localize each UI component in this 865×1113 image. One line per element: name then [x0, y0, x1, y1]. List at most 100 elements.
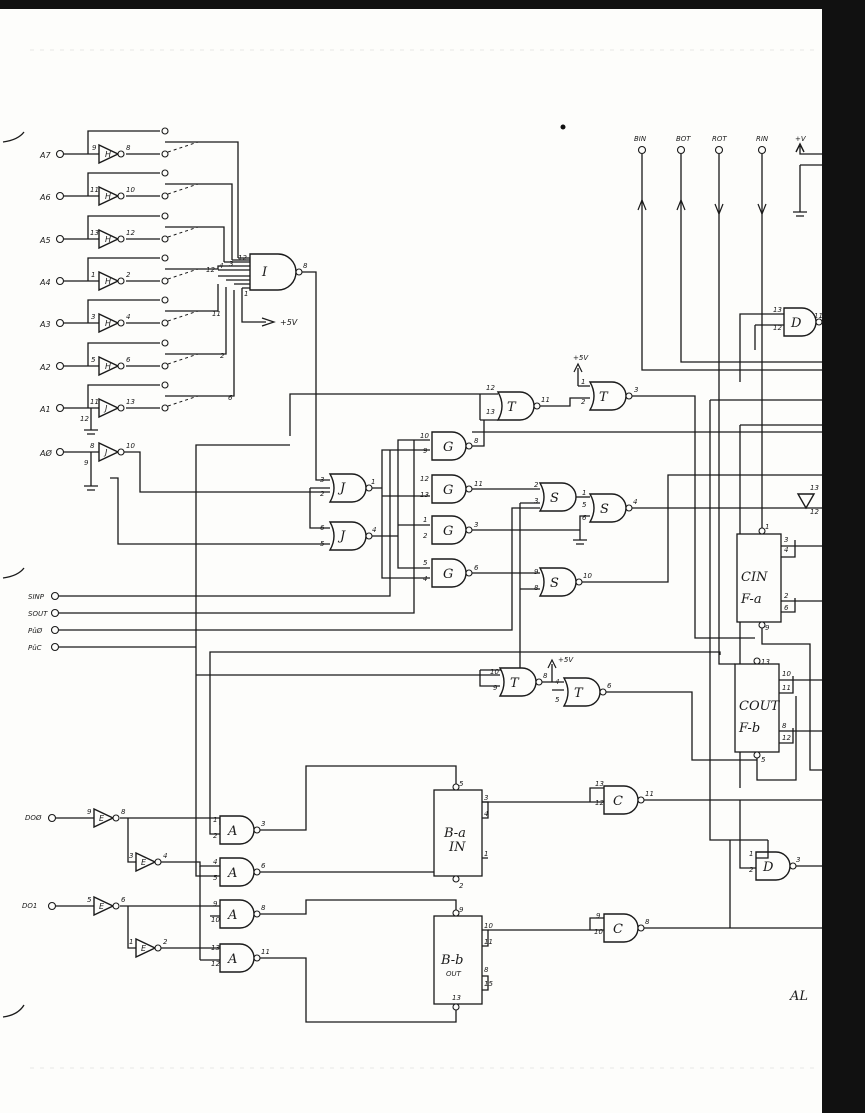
label-rin: RIN: [756, 135, 769, 143]
svg-text:1: 1: [91, 271, 95, 279]
svg-text:12: 12: [782, 734, 791, 742]
label-bot: BOT: [676, 135, 691, 143]
svg-text:H: H: [105, 362, 111, 371]
terminal-bot[interactable]: [676, 145, 686, 155]
switch-contact-a7-1[interactable]: [161, 127, 169, 135]
label-do1: DO1: [22, 902, 37, 910]
svg-text:11: 11: [814, 312, 823, 320]
terminal-a6[interactable]: [55, 191, 65, 201]
switch-contact-a7-2[interactable]: [161, 150, 169, 158]
svg-text:4: 4: [633, 498, 637, 506]
svg-text:2: 2: [581, 398, 586, 406]
svg-text:12: 12: [126, 229, 135, 237]
terminal-a2[interactable]: [55, 361, 65, 371]
svg-text:8: 8: [543, 672, 548, 680]
svg-text:3: 3: [229, 260, 233, 268]
terminal-sinp[interactable]: [50, 591, 60, 601]
label-pw0: PüØ: [28, 627, 43, 635]
svg-text:13: 13: [595, 780, 604, 788]
svg-text:2: 2: [459, 882, 464, 890]
control-input-section: SINP SOUT PüØ PüC: [28, 440, 540, 676]
svg-text:13: 13: [90, 229, 99, 237]
svg-text:H: H: [105, 150, 111, 159]
binding-mark-middle: [2, 567, 25, 579]
svg-text:9: 9: [423, 447, 428, 455]
svg-text:8: 8: [261, 904, 266, 912]
terminal-rin[interactable]: [757, 145, 767, 155]
svg-text:11: 11: [474, 480, 483, 488]
svg-text:COUT: COUT: [739, 699, 781, 714]
terminal-pw0[interactable]: [50, 625, 60, 635]
svg-text:6: 6: [126, 356, 131, 364]
terminal-a7[interactable]: [55, 149, 65, 159]
svg-text:3: 3: [320, 476, 324, 484]
svg-text:2: 2: [534, 481, 539, 489]
svg-text:J: J: [103, 448, 108, 457]
inverter-j2: [98, 441, 120, 463]
terminal-a3[interactable]: [55, 318, 65, 328]
svg-text:12: 12: [211, 960, 220, 968]
svg-text:9: 9: [213, 900, 218, 908]
svg-text:4: 4: [219, 262, 223, 270]
svg-text:10: 10: [126, 186, 135, 194]
terminal-bin[interactable]: [637, 145, 647, 155]
svg-text:+5V: +5V: [558, 656, 574, 664]
svg-text:5: 5: [320, 540, 325, 548]
terminal-poc[interactable]: [50, 642, 60, 652]
svg-text:4: 4: [372, 526, 376, 534]
g-gate-column: G 10 9 8 G 12 13 11 G 1 2 3 G 5 4 6: [372, 431, 483, 588]
svg-text:A: A: [227, 908, 237, 923]
inverter-e2: [135, 851, 157, 873]
svg-text:10: 10: [583, 572, 592, 580]
svg-text:13: 13: [420, 491, 429, 499]
terminal-do0[interactable]: [47, 813, 57, 823]
svg-text:B-b: B-b: [440, 953, 464, 968]
gate-i-body: [249, 253, 297, 291]
svg-text:4: 4: [213, 858, 217, 866]
svg-text:2: 2: [213, 832, 218, 840]
svg-text:9: 9: [765, 624, 770, 632]
svg-text:8: 8: [534, 584, 539, 592]
terminal-a1[interactable]: [55, 403, 65, 413]
svg-text:G: G: [443, 524, 453, 539]
svg-text:10: 10: [490, 668, 499, 676]
small-inverter: [796, 493, 816, 510]
svg-text:11: 11: [645, 790, 654, 798]
label-sout: SOUT: [28, 610, 48, 618]
svg-text:8: 8: [126, 144, 131, 152]
data-output-section: DOØ E 9 8 E 3 4 DO1 E 5 6 E 1 2 A 1 2 3: [22, 675, 457, 1023]
svg-text:S: S: [600, 502, 609, 517]
svg-text:CIN: CIN: [741, 570, 768, 585]
terminal-a0[interactable]: [55, 447, 65, 457]
svg-text:12: 12: [773, 324, 782, 332]
svg-text:F-a: F-a: [740, 592, 762, 607]
terminal-a4[interactable]: [55, 276, 65, 286]
svg-text:13: 13: [761, 658, 770, 666]
gate-s1: [538, 482, 577, 512]
svg-text:3: 3: [634, 386, 638, 394]
inverter-e3: [93, 895, 115, 917]
svg-text:3: 3: [534, 497, 538, 505]
svg-text:S: S: [550, 576, 559, 591]
partial-title-text: AL: [789, 989, 808, 1004]
terminal-sout[interactable]: [50, 608, 60, 618]
svg-text:S: S: [550, 491, 559, 506]
terminal-a5[interactable]: [55, 234, 65, 244]
terminal-do1[interactable]: [47, 901, 57, 911]
svg-text:8: 8: [474, 437, 479, 445]
svg-text:E: E: [99, 902, 105, 911]
svg-text:G: G: [443, 440, 453, 455]
t-gate-bottom-pair: T 10 9 8 +5V T 4 5 6: [209, 651, 757, 761]
gate-t2: [588, 381, 627, 411]
svg-text:6: 6: [320, 524, 325, 532]
svg-text:4: 4: [784, 546, 788, 554]
wire-i-out: [302, 271, 330, 481]
inverter-h3: [98, 228, 120, 250]
svg-text:4: 4: [126, 313, 130, 321]
b-in-ff-body: [433, 789, 483, 877]
input-a2: A2 H 5 6: [39, 339, 169, 377]
terminal-rot[interactable]: [714, 145, 724, 155]
inverter-h5: [98, 312, 120, 334]
svg-text:E: E: [141, 858, 147, 867]
